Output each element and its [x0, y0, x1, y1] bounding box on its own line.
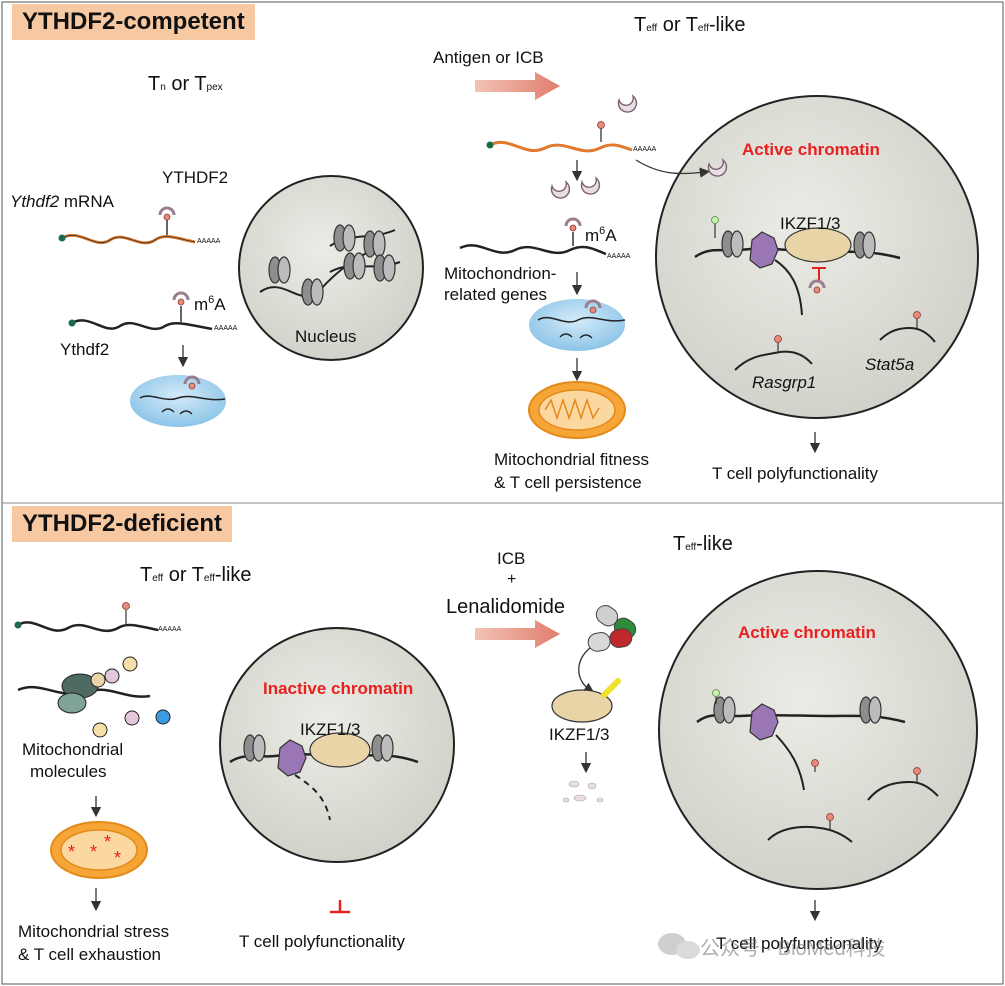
inactive-chromatin-label: Inactive chromatin — [263, 679, 414, 698]
active-chromatin-top: Active chromatin — [742, 140, 880, 159]
top-right-state: Teff or Teff-like — [634, 14, 746, 36]
competent-header: YTHDF2-competent — [12, 4, 255, 40]
ikzf-inactive-label: IKZF1/3 — [300, 720, 361, 739]
m6a-label-left: m6A — [194, 294, 226, 314]
stat5a-label: Stat5a — [865, 355, 915, 374]
antigen-icb-label: Antigen or ICB — [433, 48, 544, 67]
active-chromatin-bottom: Active chromatin — [738, 623, 876, 642]
ythdf2-protein-label: YTHDF2 — [162, 168, 229, 187]
bottom-right-state: Teff-like — [673, 533, 733, 555]
top-left-state: Tn or Tpex — [148, 73, 223, 95]
watermark-text: 公众号 · BioMed科技 — [700, 938, 886, 960]
polya-tail-4: AAAAA — [607, 253, 631, 260]
svg-text:*: * — [90, 842, 97, 862]
polya-tail-5: AAAAA — [158, 626, 182, 633]
ythdf2-mrna-label: Ythdf2 mRNA — [10, 192, 114, 211]
svg-text:*: * — [114, 848, 121, 868]
polya-tail-2: AAAAA — [214, 325, 238, 332]
ythdf2-gene-label: Ythdf2 — [60, 340, 110, 359]
plus-label: + — [507, 571, 517, 588]
m6a-label-mid: m6A — [585, 225, 617, 245]
svg-text:*: * — [104, 832, 111, 852]
lenalidomide-label: Lenalidomide — [446, 596, 565, 618]
ikzf-top-label: IKZF1/3 — [780, 214, 841, 233]
deficient-header: YTHDF2-deficient — [12, 506, 233, 542]
polyfunctionality-right: T cell polyfunctionality — [716, 934, 882, 953]
bottom-left-state: Teff or Teff-like — [140, 564, 252, 586]
mito-stress-label: Mitochondrial stress& T cell exhaustion — [18, 922, 170, 964]
ikzf-degraded-label: IKZF1/3 — [549, 725, 610, 744]
icb-label: ICB — [497, 549, 526, 568]
rasgrp1-label: Rasgrp1 — [752, 373, 817, 392]
svg-text:*: * — [68, 842, 75, 862]
polya-tail-1: AAAAA — [197, 238, 221, 245]
mito-genes-label: Mitochondrion-related genes — [444, 264, 557, 304]
nucleus-label: Nucleus — [295, 327, 357, 346]
polya-tail-3: AAAAA — [633, 146, 657, 153]
mito-fitness-label: Mitochondrial fitness& T cell persistenc… — [494, 450, 649, 492]
polyfunctionality-top: T cell polyfunctionality — [712, 464, 878, 483]
polyfunctionality-left: T cell polyfunctionality — [239, 932, 405, 951]
